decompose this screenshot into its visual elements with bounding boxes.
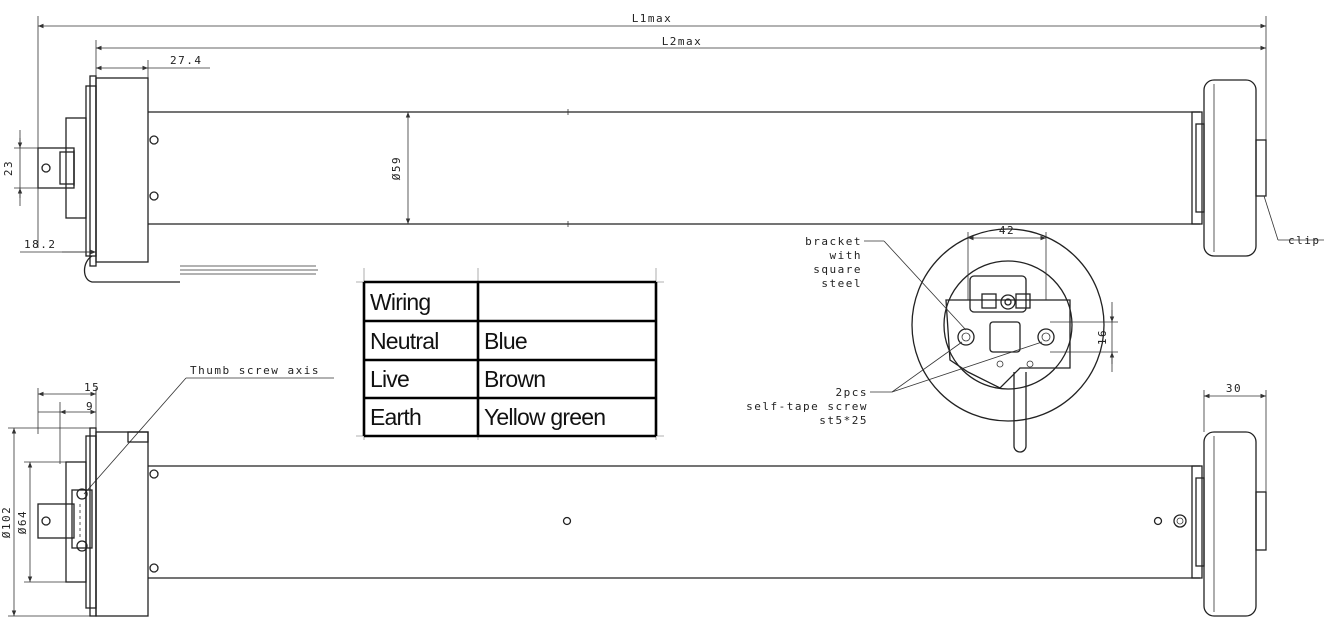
dimension-dia102: Ø102 <box>0 427 96 617</box>
clip-label: clip <box>1288 234 1321 247</box>
wiring-row-earth-label: Earth <box>370 404 421 430</box>
thumb-screw-callout: Thumb screw axis <box>83 364 334 495</box>
dimension-dia59: Ø59 <box>390 112 411 224</box>
dimension-15-label: 15 <box>84 381 100 394</box>
dimension-dia59-label: Ø59 <box>390 156 403 180</box>
bracket-label-line4: steel <box>821 277 862 290</box>
dimension-23-label: 23 <box>2 160 15 176</box>
thumb-screw-label: Thumb screw axis <box>190 364 320 377</box>
dimension-16-label: 16 <box>1096 329 1109 345</box>
top-view: L1max L2max 27.4 23 <box>2 12 1324 283</box>
bracket-label-line1: bracket <box>805 235 862 248</box>
drive-pin <box>37 147 75 189</box>
screw-right <box>1037 328 1055 346</box>
bottom-view: Thumb screw axis 15 9 Ø102 <box>0 364 1267 617</box>
bracket-label-line3: square <box>813 263 862 276</box>
dimension-9-label: 9 <box>86 400 94 413</box>
dimension-16: 16 <box>1050 302 1118 372</box>
bracket-callout: bracket with square steel <box>805 235 967 331</box>
dimension-l1max: L1max <box>37 12 1267 248</box>
dimension-dia102-label: Ø102 <box>0 506 13 539</box>
dimension-42-label: 42 <box>999 224 1015 237</box>
end-view: 42 16 bracket with square steel 2pcs sel… <box>746 224 1118 453</box>
dimension-27-4: 27.4 <box>96 54 210 82</box>
dimension-l1max-label: L1max <box>632 12 673 25</box>
dimension-42: 42 <box>967 224 1047 300</box>
dimension-30: 30 <box>1203 382 1267 492</box>
end-cap-top <box>1203 79 1267 257</box>
dimension-9: 9 <box>38 400 96 464</box>
dimension-l2max: L2max <box>95 35 1266 78</box>
end-view-inner-circle <box>943 260 1073 390</box>
dimension-l2max-label: L2max <box>662 35 703 48</box>
motor-tube <box>148 109 1205 227</box>
screw-label-line3: st5*25 <box>819 414 868 427</box>
screw-label-line2: self-tape screw <box>746 400 868 413</box>
dimension-23: 23 <box>2 130 40 206</box>
bottom-motor-tube <box>148 465 1205 579</box>
bottom-motor-head <box>95 431 159 617</box>
dimension-30-label: 30 <box>1226 382 1242 395</box>
wiring-row-neutral-color: Blue <box>484 328 527 354</box>
wiring-table: Wiring Neutral Blue Live Brown Earth Yel… <box>356 268 664 440</box>
wiring-row-live-label: Live <box>370 366 409 392</box>
dimension-18-2-label: 18.2 <box>24 238 57 251</box>
square-steel <box>989 321 1021 353</box>
motor-head <box>95 77 159 263</box>
end-cap-bottom <box>1203 431 1267 617</box>
bracket-block <box>65 75 97 267</box>
wiring-row-neutral-label: Neutral <box>370 328 439 354</box>
bracket-label-line2: with <box>830 249 863 262</box>
clip-callout: clip <box>1263 195 1324 247</box>
screw-left <box>957 328 975 346</box>
dimension-27-4-label: 27.4 <box>170 54 203 67</box>
screw-callout: 2pcs self-tape screw st5*25 <box>746 341 1043 427</box>
dimension-dia64: Ø64 <box>16 461 66 583</box>
dimension-15: 15 <box>37 381 100 434</box>
motor-cable <box>83 255 318 283</box>
wiring-row-live-color: Brown <box>484 366 545 392</box>
screw-label-line1: 2pcs <box>836 386 869 399</box>
bottom-drive-pin <box>37 427 97 617</box>
end-view-outer-circle <box>911 228 1105 422</box>
dimension-dia64-label: Ø64 <box>16 510 29 534</box>
wiring-header-label: Wiring <box>370 289 430 315</box>
wiring-row-earth-color: Yellow green <box>484 404 605 430</box>
dimension-18-2: 18.2 <box>20 238 96 255</box>
